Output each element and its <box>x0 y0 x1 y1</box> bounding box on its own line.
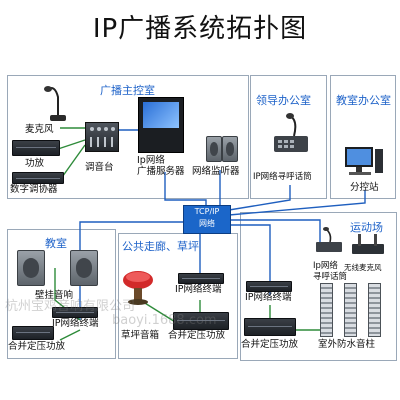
mixer-device <box>85 122 119 152</box>
label-outdoor-column: 室外防水音柱 <box>318 339 376 350</box>
link-server-network <box>164 172 207 205</box>
sub-station-device <box>343 145 385 179</box>
lawn-speaker-device <box>121 268 155 306</box>
zone-classroom-title: 教室 <box>45 237 67 250</box>
link-leader-network <box>228 185 291 211</box>
wall-speaker-right <box>70 250 98 286</box>
label-broadcast-server: Ip网络 广播服务器 <box>137 155 185 177</box>
label-mixer: 调音台 <box>85 162 114 173</box>
label-sub-station: 分控站 <box>350 182 379 193</box>
link-classroom-terminal-amp <box>59 329 81 341</box>
label-digital-tuner: 数字调协器 <box>10 184 58 195</box>
network-monitor-right-speaker <box>222 136 238 162</box>
label-wall-speaker: 壁挂音响 <box>35 290 74 301</box>
label-paging-mic-sports-text: Ip网络 寻呼话筒 <box>313 261 348 282</box>
wireless-mic-device <box>348 232 388 256</box>
wall-speaker-left <box>17 250 45 286</box>
digital-tuner-device <box>12 172 64 184</box>
server-screen <box>143 102 179 128</box>
label-lawn-speaker: 草坪音箱 <box>121 330 160 341</box>
link-tuner-mixer <box>59 144 86 181</box>
broadcast-server-device <box>138 97 184 153</box>
label-combined-amp-sports: 合并定压功放 <box>241 339 299 350</box>
combined-amp-corridor-device <box>173 312 229 330</box>
zone-leader-office-title: 领导办公室 <box>256 94 311 107</box>
outdoor-column-1 <box>320 283 333 337</box>
zone-control-room-title: 广播主控室 <box>100 84 155 97</box>
label-amplifier: 功放 <box>25 158 45 169</box>
paging-mic-leader-device <box>268 112 312 156</box>
watermark-url: baoyi.1688.com <box>112 313 217 328</box>
ip-terminal-sports-device <box>246 281 292 292</box>
outdoor-column-3 <box>368 283 381 337</box>
link-network-classroom <box>79 221 183 320</box>
network-monitor-left-speaker <box>206 136 222 162</box>
label-wireless-mic: 无线麦克风 <box>344 263 382 272</box>
link-suboffice-network <box>228 190 366 216</box>
amplifier-device <box>12 140 60 156</box>
zone-leader-office <box>250 75 327 199</box>
label-paging-mic-leader: IP网络寻呼话筒 <box>253 172 312 182</box>
zone-classroom-office-title: 教室办公室 <box>336 94 391 107</box>
zone-public-corridor-title: 公共走廊、草坪 <box>122 240 199 253</box>
combined-amp-classroom-device <box>12 326 54 340</box>
label-combined-amp-corridor: 合并定压功放 <box>168 330 226 341</box>
combined-amp-sports-device <box>244 318 296 336</box>
ip-terminal-classroom-device <box>52 307 98 318</box>
paging-mic-sports-device <box>312 226 346 254</box>
ip-terminal-corridor-device <box>178 273 224 284</box>
label-microphone: 麦克风 <box>25 124 54 135</box>
outdoor-column-2 <box>344 283 357 337</box>
tcp-ip-network-box: TCP/IP 网络 <box>183 205 231 234</box>
link-network-sports-mic <box>229 219 321 245</box>
label-network-box: TCP/IP 网络 <box>194 207 220 228</box>
label-ip-terminal-sports: IP网络终端 <box>245 292 292 303</box>
zone-classroom-office <box>330 75 396 199</box>
label-ip-terminal-classroom: IP网络终端 <box>52 318 99 329</box>
diagram-title: IP广播系统拓扑图 <box>92 14 308 44</box>
zone-sports-field-title: 运动场 <box>350 221 383 234</box>
label-paging-mic-sports: Ip网络 寻呼话筒 <box>313 261 347 283</box>
label-combined-amp-classroom: 合并定压功放 <box>8 341 66 352</box>
watermark-company: 杭州宝鸡音响有限公司 <box>5 299 136 314</box>
label-broadcast-server-text: Ip网络 广播服务器 <box>137 155 185 177</box>
microphone-icon <box>40 85 70 123</box>
label-ip-terminal-corridor: IP网络终端 <box>175 284 222 295</box>
link-amp-mixer <box>54 139 86 151</box>
label-network-monitor: 网络监听器 <box>192 166 240 177</box>
link-network-sports <box>229 224 271 295</box>
